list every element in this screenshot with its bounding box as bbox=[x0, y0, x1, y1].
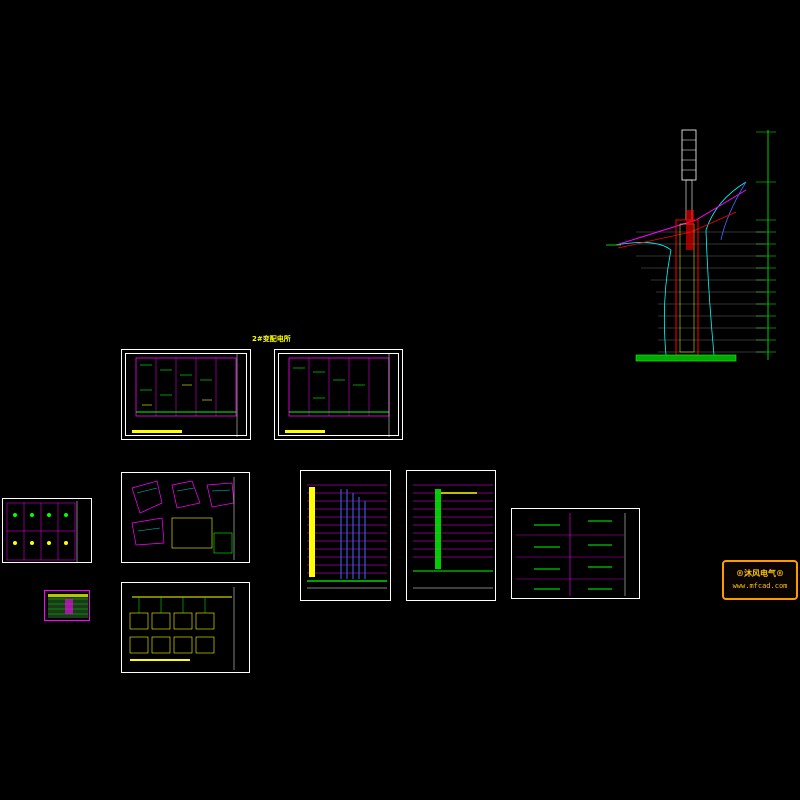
sheet-content bbox=[516, 513, 626, 596]
drawing-sheet-riser-diagram-1[interactable] bbox=[300, 470, 391, 601]
sheet-content bbox=[129, 587, 235, 670]
sheet-content bbox=[132, 354, 238, 437]
drawing-sheet-schedule-table[interactable] bbox=[44, 590, 90, 621]
sheet-content bbox=[48, 594, 88, 618]
tower-elevation-drawing[interactable] bbox=[596, 120, 786, 380]
sheet-content bbox=[413, 484, 493, 589]
drawing-sheet-panel-schedules[interactable] bbox=[511, 508, 640, 599]
sheet-content bbox=[6, 501, 78, 562]
sheet-content bbox=[131, 477, 235, 560]
drawing-set-title: 2#变配电所 bbox=[252, 335, 291, 343]
drawing-sheet-riser-diagram-2[interactable] bbox=[406, 470, 496, 601]
drawing-sheet-panel-elevation-2[interactable] bbox=[274, 349, 403, 440]
drawing-sheet-symbol-details[interactable] bbox=[2, 498, 92, 563]
drawing-sheet-system-schematic[interactable] bbox=[121, 582, 250, 673]
watermark-brand: ®沐风电气® bbox=[736, 568, 784, 578]
watermark-url: www.mfcad.com bbox=[732, 582, 788, 590]
website-watermark: ®沐风电气® www.mfcad.com bbox=[722, 560, 798, 600]
sheet-inner-frame bbox=[125, 353, 247, 436]
drawing-sheet-plan-details[interactable] bbox=[121, 472, 250, 563]
sheet-inner-frame bbox=[278, 353, 399, 436]
sheet-content bbox=[307, 484, 387, 589]
sheet-content bbox=[285, 354, 390, 437]
drawing-sheet-panel-elevation-1[interactable] bbox=[121, 349, 251, 440]
